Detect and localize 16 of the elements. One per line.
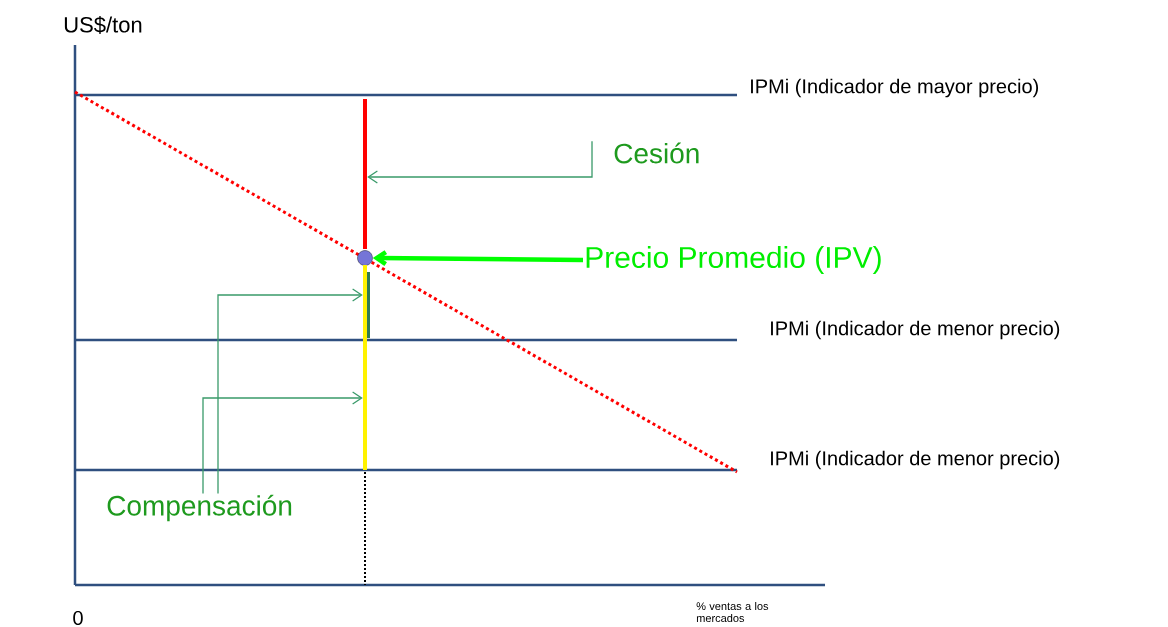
level-label: IPMi (Indicador de menor precio) [771,450,1060,470]
text-label: Compensación [107,494,292,522]
arrow [217,288,363,495]
text-label: Cesión [614,142,699,164]
axis-title: % ventas a los mercados [696,601,769,623]
level-label: IPMi (Indicador de menor precio) [771,320,1060,340]
price-segment [363,265,367,470]
origin-label: 0 [73,610,83,626]
level-label: IPMi (Indicador de mayor precio) [751,78,1039,98]
price-segment [363,99,367,249]
arrow [367,140,593,184]
text-label: Precio Promedio (IPV) [586,246,881,274]
axis-title: US$/ton [64,16,142,34]
arrow [202,391,363,495]
arrow [372,250,584,266]
price-point [357,250,373,266]
